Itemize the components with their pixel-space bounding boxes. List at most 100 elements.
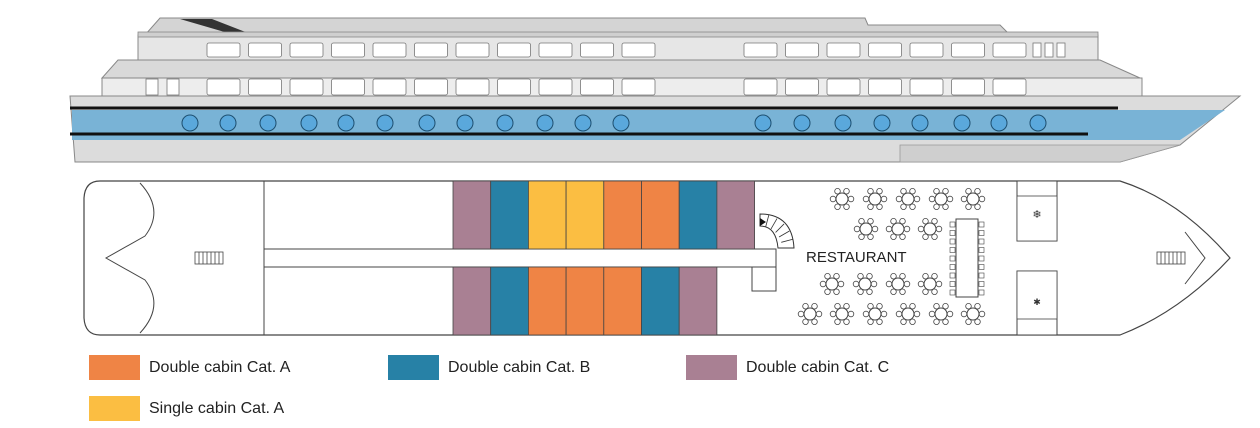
window [621, 42, 656, 58]
window [455, 42, 490, 58]
porthole [990, 114, 1008, 132]
service-box [751, 266, 777, 292]
window [372, 78, 407, 96]
porthole [536, 114, 554, 132]
window [331, 42, 365, 58]
window [166, 78, 180, 96]
deck-plan: RESTAURANT ❄ ✱ [83, 180, 1231, 336]
middle-deck [100, 59, 1141, 79]
cabin-bottom-4 [565, 266, 605, 336]
cabin-bottom-7 [678, 266, 718, 336]
window [248, 78, 282, 96]
dining-table [928, 303, 954, 325]
legend-label: Single cabin Cat. A [149, 399, 285, 417]
cabin-top-1 [452, 180, 492, 250]
cabins-bottom-row [452, 266, 718, 336]
porthole [259, 114, 277, 132]
porthole [496, 114, 514, 132]
dining-table [797, 303, 823, 325]
portholes [181, 114, 1047, 132]
ship-deck-plan: RESTAURANT ❄ ✱ [69, 17, 1242, 336]
window [331, 78, 365, 96]
cabin-bottom-2 [490, 266, 529, 336]
window [455, 78, 490, 96]
porthole [574, 114, 592, 132]
upper-windows [206, 42, 1066, 58]
window [1044, 42, 1054, 58]
asterisk-icon: ✱ [1033, 298, 1041, 308]
window [951, 42, 985, 58]
cabin-bottom-3 [528, 266, 567, 336]
window [785, 78, 819, 96]
window [992, 42, 1027, 58]
window [372, 42, 407, 58]
cabin-top-4 [565, 180, 605, 250]
porthole [873, 114, 891, 132]
porthole [754, 114, 772, 132]
bow-stairs [1156, 251, 1186, 265]
legend-swatch [388, 355, 439, 380]
porthole [1029, 114, 1047, 132]
window [206, 78, 241, 96]
lower-windows [145, 78, 1027, 96]
stern-lounge [104, 182, 155, 334]
window [909, 42, 944, 58]
window [580, 78, 614, 96]
porthole [337, 114, 355, 132]
cabin-bottom-1 [452, 266, 492, 336]
window [868, 42, 902, 58]
buffet-table [955, 218, 979, 298]
window [580, 42, 614, 58]
dining-table [853, 218, 879, 240]
restaurant-tables [797, 188, 986, 325]
dining-table [917, 218, 943, 240]
porthole [793, 114, 811, 132]
dining-table [829, 303, 855, 325]
porthole [376, 114, 394, 132]
window [289, 42, 324, 58]
porthole [612, 114, 630, 132]
window [538, 42, 573, 58]
cabin-top-5 [603, 180, 642, 250]
bow-tip [1184, 231, 1206, 285]
dining-table [928, 188, 954, 210]
legend-item-cat-a: Double cabin Cat. A [89, 355, 290, 380]
dining-table [862, 303, 888, 325]
legend-label: Double cabin Cat. B [448, 358, 591, 376]
window [497, 42, 531, 58]
porthole [911, 114, 929, 132]
porthole [953, 114, 971, 132]
legend-swatch [89, 355, 140, 380]
cabin-top-3 [528, 180, 567, 250]
legend-label: Double cabin Cat. A [149, 358, 291, 376]
window [414, 78, 448, 96]
window [145, 78, 159, 96]
legend-swatch [89, 396, 140, 421]
corridor [263, 248, 777, 268]
restaurant-label: RESTAURANT [806, 249, 907, 266]
window [951, 78, 985, 96]
dining-table [917, 273, 943, 295]
window [1056, 42, 1066, 58]
cabin-top-2 [490, 180, 529, 250]
legend-item-cat-b: Double cabin Cat. B [388, 355, 590, 380]
dining-table [895, 303, 921, 325]
dining-table [960, 188, 986, 210]
window [414, 42, 448, 58]
window [909, 78, 944, 96]
stern-stairs [194, 251, 224, 265]
window [621, 78, 656, 96]
dining-table [885, 218, 911, 240]
cabin-top-8 [716, 180, 756, 250]
window [289, 78, 324, 96]
cabin-bottom-5 [603, 266, 642, 336]
window [785, 42, 819, 58]
window [826, 78, 861, 96]
cabins-top-row [452, 180, 756, 250]
cabin-top-6 [641, 180, 680, 250]
window [743, 42, 778, 58]
dining-table [885, 273, 911, 295]
window [992, 78, 1027, 96]
dining-table [960, 303, 986, 325]
dining-table [852, 273, 878, 295]
